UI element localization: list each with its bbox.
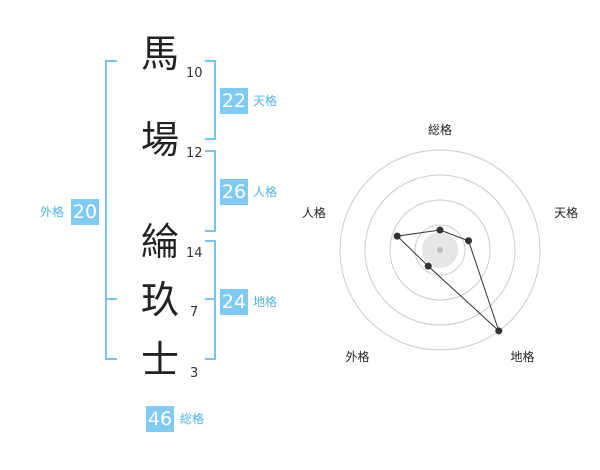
stroke-count-1: 10 bbox=[186, 66, 203, 81]
radar-axis-label-2: 天格 bbox=[554, 205, 578, 220]
radar-ring bbox=[389, 199, 491, 301]
radar-ring bbox=[364, 174, 516, 326]
radar-ring bbox=[414, 224, 466, 276]
tenkaku-score: 22 bbox=[220, 88, 248, 114]
radar-point-5 bbox=[393, 232, 401, 240]
stroke-count-4: 7 bbox=[190, 305, 199, 320]
jinkaku-score: 26 bbox=[220, 179, 248, 205]
gaikaku-bracket-tick bbox=[105, 298, 117, 300]
chikaku-score: 24 bbox=[220, 289, 248, 315]
radar-point-2 bbox=[465, 237, 473, 245]
name-char-5: 士 bbox=[140, 338, 179, 382]
name-char-1: 馬 bbox=[140, 32, 179, 76]
name-char-3: 綸 bbox=[140, 220, 179, 264]
chikaku-bracket-tick bbox=[205, 298, 216, 300]
name-char-4: 玖 bbox=[140, 278, 179, 322]
gaikaku-bracket bbox=[105, 60, 117, 360]
gaikaku-score: 20 bbox=[71, 199, 99, 225]
radar-point-4 bbox=[424, 262, 432, 270]
gaikaku-label: 外格 bbox=[40, 205, 65, 219]
radar-axis-label-5: 人格 bbox=[302, 205, 326, 220]
soukaku-label: 総格 bbox=[180, 412, 205, 426]
chikaku-bracket bbox=[205, 240, 216, 360]
radar-axis-label-3: 地格 bbox=[511, 349, 535, 364]
name-char-2: 場 bbox=[140, 118, 179, 162]
soukaku-score: 46 bbox=[146, 406, 174, 432]
jinkaku-label: 人格 bbox=[253, 185, 278, 199]
tenkaku-bracket bbox=[205, 60, 216, 140]
radar-series-polygon bbox=[396, 229, 500, 332]
stroke-count-2: 12 bbox=[186, 146, 203, 161]
stroke-count-3: 14 bbox=[186, 246, 203, 261]
tenkaku-label: 天格 bbox=[253, 94, 278, 108]
radar-axis-label-1: 総格 bbox=[428, 122, 452, 137]
chikaku-label: 地格 bbox=[253, 295, 278, 309]
radar-ring bbox=[339, 149, 541, 351]
radar-point-1 bbox=[436, 226, 444, 234]
stroke-count-5: 3 bbox=[190, 366, 199, 381]
radar-point-3 bbox=[495, 327, 503, 335]
jinkaku-bracket bbox=[205, 150, 216, 232]
radar-center-dot bbox=[437, 247, 443, 253]
radar-axis-label-4: 外格 bbox=[345, 349, 369, 364]
